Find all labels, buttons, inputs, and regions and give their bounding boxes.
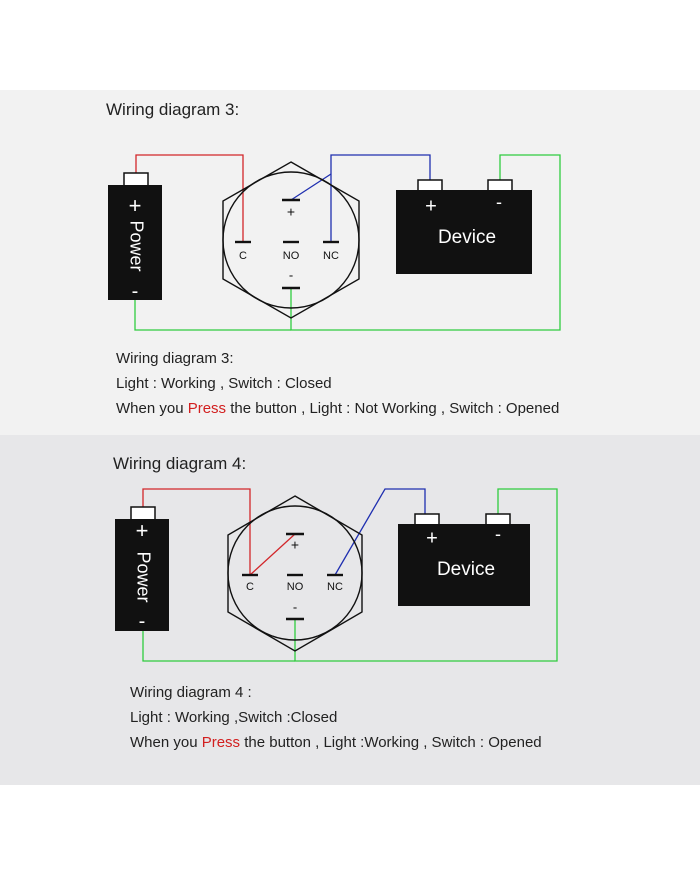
wire-blue-nc-to-device bbox=[330, 154, 431, 242]
caption-press-state: When you Press the button , Light :Worki… bbox=[130, 734, 542, 751]
wire-green-power-to-switch bbox=[142, 627, 295, 662]
device-label: Device bbox=[438, 227, 496, 248]
caption-light-state: Light : Working , Switch : Closed bbox=[116, 375, 332, 392]
terminal-nc-label: NC bbox=[327, 581, 343, 593]
power-battery bbox=[108, 185, 162, 300]
power-minus-symbol: - bbox=[139, 610, 146, 632]
section-heading: Wiring diagram 3: bbox=[106, 100, 240, 119]
device-box bbox=[396, 190, 532, 274]
wiring-diagram-3-drawing: + Power - + C NO NC - + - Device bbox=[108, 154, 561, 331]
power-label: Power bbox=[126, 220, 146, 271]
wire-red-power-to-c bbox=[142, 488, 251, 575]
wiring-diagram-4-drawing: + Power - + C NO NC - + - Device bbox=[115, 488, 558, 662]
device-label: Device bbox=[437, 559, 495, 580]
device-minus-symbol: - bbox=[495, 524, 501, 544]
power-plus-symbol: + bbox=[136, 518, 149, 543]
switch-plus-symbol: + bbox=[291, 537, 299, 553]
switch-ring bbox=[222, 171, 360, 309]
caption-press-suffix: the button , Light : Not Working , Switc… bbox=[226, 400, 560, 417]
power-battery-cap bbox=[123, 172, 149, 188]
wire-blue-nc-to-device bbox=[334, 488, 426, 576]
terminal-c-label: C bbox=[246, 581, 254, 593]
wire-green-device-to-switch bbox=[290, 154, 561, 331]
switch-hexagon bbox=[222, 161, 360, 319]
bottom-margin bbox=[0, 785, 700, 869]
device-box bbox=[398, 524, 530, 606]
wire-red-c-to-plus bbox=[249, 533, 296, 576]
power-minus-symbol: - bbox=[132, 280, 139, 302]
switch-hexagon bbox=[227, 495, 363, 652]
caption-press-suffix: the button , Light :Working , Switch : O… bbox=[240, 734, 542, 751]
switch-ring bbox=[227, 505, 363, 641]
press-word: Press bbox=[187, 400, 227, 417]
switch-minus-symbol: - bbox=[293, 599, 297, 614]
top-margin bbox=[0, 0, 700, 90]
device-plus-symbol: + bbox=[426, 527, 438, 549]
wire-blue-nc-to-plus bbox=[290, 173, 332, 201]
terminal-nc-label: NC bbox=[323, 250, 339, 262]
caption-light-state: Light : Working ,Switch :Closed bbox=[130, 709, 338, 726]
caption-press-prefix: When you bbox=[130, 734, 202, 751]
device-plus-symbol: + bbox=[425, 195, 437, 217]
terminal-no-label: NO bbox=[283, 250, 300, 262]
wire-red-power-to-c bbox=[135, 154, 244, 242]
terminal-c-label: C bbox=[239, 250, 247, 262]
wire-green-power-to-switch bbox=[134, 298, 291, 331]
caption-press-state: When you Press the button , Light : Not … bbox=[116, 400, 559, 417]
power-label: Power bbox=[133, 551, 153, 602]
power-battery bbox=[115, 519, 169, 631]
wire-green-device-to-switch bbox=[294, 488, 558, 662]
caption-title: Wiring diagram 4 : bbox=[130, 684, 252, 701]
device-minus-symbol: - bbox=[496, 192, 502, 212]
caption-title: Wiring diagram 3: bbox=[116, 350, 234, 367]
press-word: Press bbox=[201, 734, 241, 751]
switch-minus-symbol: - bbox=[289, 267, 293, 282]
power-plus-symbol: + bbox=[129, 193, 142, 218]
terminal-no-label: NO bbox=[287, 581, 304, 593]
section-heading: Wiring diagram 4: bbox=[113, 454, 247, 473]
switch-plus-symbol: + bbox=[287, 204, 295, 220]
caption-press-prefix: When you bbox=[116, 400, 188, 417]
